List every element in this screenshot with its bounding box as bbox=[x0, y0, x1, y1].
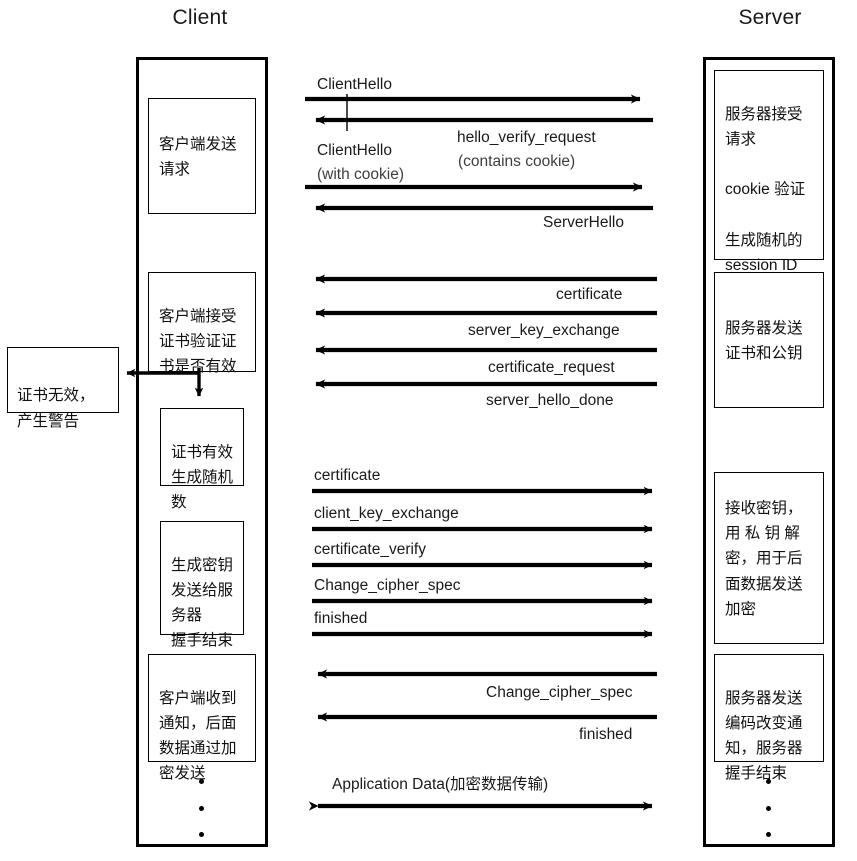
client-box-request: 客户端发送 请求 bbox=[148, 98, 256, 214]
client-box-verify-cert-text: 客户端接受 证书验证证 书是否有效 bbox=[159, 308, 237, 376]
server-box-recv-key-text: 接收密钥， 用 私 钥 解 密，用于后 面数据发送 加密 bbox=[725, 500, 803, 618]
server-box-send-cert-text: 服务器发送 证书和公钥 bbox=[725, 319, 803, 362]
label-msg-application-data: Application Data(加密数据传输) bbox=[332, 776, 549, 793]
client-box-gen-key: 生成密钥 发送给服 务器 握手结束 bbox=[160, 521, 244, 649]
client-box-notified-text: 客户端收到 通知，后面 数据通过加 密发送 bbox=[159, 690, 237, 783]
server-ellipsis-dots bbox=[761, 779, 775, 837]
server-box-recv-key: 接收密钥， 用 私 钥 解 密，用于后 面数据发送 加密 bbox=[714, 472, 824, 644]
client-column-heading: Client bbox=[172, 6, 228, 29]
label-msg-certificate-request: certificate_request bbox=[488, 359, 615, 376]
client-box-gen-key-text: 生成密钥 发送给服 务器 握手结束 bbox=[171, 557, 234, 650]
label-msg-certificate-s: certificate bbox=[556, 286, 623, 303]
client-box-verify-cert: 客户端接受 证书验证证 书是否有效 bbox=[148, 272, 256, 376]
label-msg-clienthello-cookie: ClientHello bbox=[317, 142, 392, 159]
label-msg-change-cipher-spec-c: Change_cipher_spec bbox=[314, 577, 461, 594]
ellipsis-dot bbox=[765, 779, 771, 784]
label-msg-change-cipher-spec-s: Change_cipher_spec bbox=[486, 684, 633, 701]
client-box-request-text: 客户端发送 请求 bbox=[159, 135, 237, 178]
ellipsis-dot bbox=[198, 779, 204, 784]
server-box-change-notify-text: 服务器发送 编码改变通 知，服务器 握手结束 bbox=[725, 690, 803, 783]
server-box-send-cert: 服务器发送 证书和公钥 bbox=[714, 272, 824, 408]
client-box-notified: 客户端收到 通知，后面 数据通过加 密发送 bbox=[148, 654, 256, 782]
label-msg-serverhello: ServerHello bbox=[543, 214, 624, 231]
label-msg-clienthello-1: ClientHello bbox=[317, 76, 392, 93]
client-box-cert-valid: 证书有效 生成随机 数 bbox=[160, 408, 244, 511]
label-msg-finished-c: finished bbox=[314, 610, 368, 627]
server-box-change-notify: 服务器发送 编码改变通 知，服务器 握手结束 bbox=[714, 654, 824, 782]
ellipsis-dot bbox=[765, 832, 771, 837]
label-msg-certificate-verify: certificate_verify bbox=[314, 541, 426, 558]
ellipsis-dot bbox=[198, 805, 204, 811]
label-msg-certificate-c: certificate bbox=[314, 467, 381, 484]
label-msg-hello-verify-request: hello_verify_request bbox=[457, 129, 596, 146]
client-ellipsis-dots bbox=[194, 779, 208, 837]
label-msg-finished-s: finished bbox=[579, 726, 633, 743]
server-box-accept-request: 服务器接受 请求 cookie 验证 生成随机的 session ID bbox=[714, 70, 824, 274]
server-column-heading: Server bbox=[738, 6, 802, 29]
label-msg-server-hello-done: server_hello_done bbox=[486, 392, 614, 409]
ellipsis-dot bbox=[198, 832, 204, 837]
label-msg-hello-verify-request-sub: (contains cookie) bbox=[458, 153, 576, 170]
label-msg-clienthello-cookie-sub: (with cookie) bbox=[317, 166, 404, 183]
cert-invalid-alert-box: 证书无效， 产生警告 bbox=[7, 347, 119, 430]
server-box-accept-request-text: 服务器接受 请求 cookie 验证 生成随机的 session ID bbox=[725, 106, 806, 274]
ellipsis-dot bbox=[765, 805, 771, 811]
cert-invalid-alert-text: 证书无效， 产生警告 bbox=[17, 386, 95, 431]
label-msg-client-key-exchange: client_key_exchange bbox=[314, 505, 459, 522]
client-box-cert-valid-text: 证书有效 生成随机 数 bbox=[171, 444, 234, 512]
label-msg-server-key-exchange: server_key_exchange bbox=[468, 322, 620, 339]
